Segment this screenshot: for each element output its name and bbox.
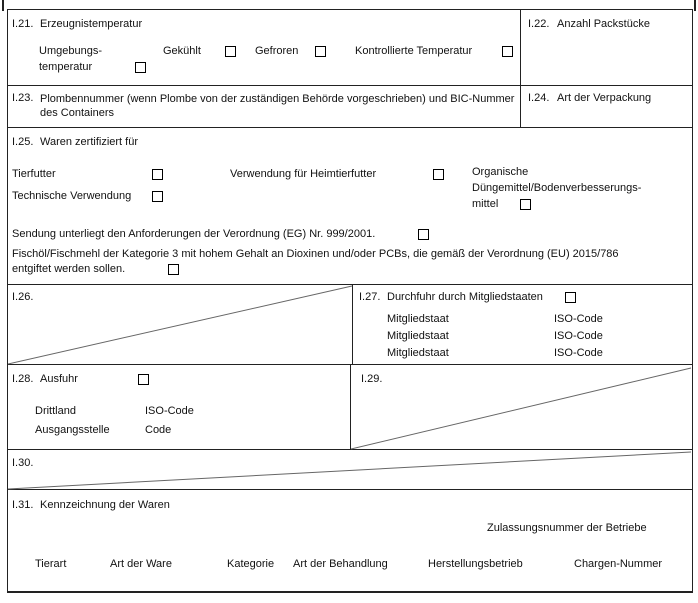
field-number: I.21.: [12, 18, 34, 30]
field-i25-goods-certified-for: I.25. Waren zertifiziert für Tierfutter …: [8, 128, 692, 284]
note-regulation-999-2001: Sendung unterliegt den Anforderungen der…: [12, 228, 376, 240]
column-header-manufacturing-plant: Herstellungsbetrieb: [428, 558, 523, 570]
field-i21-product-temperature: I.21. Erzeugnistemperatur Umgebungs- tem…: [8, 10, 521, 85]
field-number: I.28.: [12, 373, 34, 385]
strikeout-diagonal-i30: [8, 451, 692, 490]
row-i26-i27: I.26. I.27. Durchfuhr durch Mitgliedstaa…: [8, 285, 692, 365]
field-number: I.23.: [12, 92, 34, 104]
iso-code-label-1: ISO-Code: [554, 313, 603, 325]
field-i31-identification-of-goods: I.31. Kennzeichnung der Waren Zulassungs…: [8, 490, 692, 591]
third-country-label: Drittland: [35, 405, 76, 417]
checkbox-animal-feed[interactable]: [152, 169, 163, 180]
form-frame: I.21. Erzeugnistemperatur Umgebungs- tem…: [7, 9, 693, 593]
checkbox-technical-use[interactable]: [152, 191, 163, 202]
option-label-organic-line2: Düngemittel/Bodenverbesserungs-: [472, 182, 642, 194]
option-label-animal-feed: Tierfutter: [12, 168, 56, 180]
column-header-category: Kategorie: [227, 558, 275, 570]
option-label-controlled-temperature: Kontrollierte Temperatur: [355, 45, 473, 57]
row-i31: I.31. Kennzeichnung der Waren Zulassungs…: [8, 490, 692, 591]
field-number: I.25.: [12, 136, 34, 148]
checkbox-organic-fertiliser[interactable]: [520, 199, 531, 210]
code-label: Code: [145, 424, 172, 436]
option-label-chilled: Gekühlt: [163, 45, 201, 57]
checkbox-ambient-temperature[interactable]: [135, 62, 146, 73]
field-i22-number-of-packages: I.22. Anzahl Packstücke: [521, 10, 692, 85]
field-number: I.26.: [12, 291, 34, 303]
option-label-frozen: Gefroren: [255, 45, 299, 57]
row-i30: I.30.: [8, 450, 692, 490]
member-state-label-1: Mitgliedstaat: [387, 313, 449, 325]
option-label-organic-line1: Organische: [472, 166, 529, 178]
field-i27-transit-member-states: I.27. Durchfuhr durch Mitgliedstaaten Mi…: [353, 285, 692, 364]
field-i23-seal-number: I.23. Plombennummer (wenn Plombe von der…: [8, 86, 521, 127]
option-label-ambient-line2: temperatur: [39, 61, 93, 73]
field-number: I.30.: [12, 457, 34, 469]
field-title: Waren zertifiziert für: [40, 136, 139, 148]
field-i30-struck-out: I.30.: [8, 450, 692, 490]
column-header-treatment-type: Art der Behandlung: [293, 558, 388, 570]
row-i28-i29: I.28. Ausfuhr Drittland ISO-Code Ausgang…: [8, 365, 692, 450]
column-header-species: Tierart: [35, 558, 67, 570]
field-number: I.31.: [12, 499, 34, 511]
page-edge-mark-left: [2, 0, 4, 11]
checkbox-transit-member-states[interactable]: [565, 292, 576, 303]
member-state-label-2: Mitgliedstaat: [387, 330, 449, 342]
iso-code-label-2: ISO-Code: [554, 330, 603, 342]
option-label-organic-line3: mittel: [472, 198, 499, 210]
field-i29-struck-out: I.29.: [351, 365, 692, 450]
field-i26-struck-out: I.26.: [8, 285, 353, 365]
row-i23-i24: I.23. Plombennummer (wenn Plombe von der…: [8, 86, 692, 128]
row-i21-i22: I.21. Erzeugnistemperatur Umgebungs- tem…: [8, 10, 692, 86]
field-number: I.22.: [528, 18, 550, 30]
note-fish-oil-line2: entgiftet werden sollen.: [12, 263, 126, 275]
option-label-ambient-line1: Umgebungs-: [39, 45, 102, 57]
field-number: I.24.: [528, 92, 550, 104]
column-header-batch-number: Chargen-Nummer: [574, 558, 663, 570]
page-edge-mark-right: [694, 0, 696, 11]
field-number: I.29.: [361, 373, 383, 385]
approval-number-label: Zulassungsnummer der Betriebe: [487, 522, 647, 534]
strikeout-diagonal-i26: [8, 285, 353, 365]
row-i25: I.25. Waren zertifiziert für Tierfutter …: [8, 128, 692, 285]
column-header-nature-of-commodity: Art der Ware: [110, 558, 172, 570]
iso-code-label: ISO-Code: [145, 405, 194, 417]
exit-point-label: Ausgangsstelle: [35, 424, 110, 436]
field-number: I.27.: [359, 291, 381, 303]
field-i24-type-of-packaging: I.24. Art der Verpackung: [521, 86, 692, 127]
checkbox-regulation-999-2001[interactable]: [418, 229, 429, 240]
field-title: Erzeugnistemperatur: [40, 18, 143, 30]
checkbox-frozen[interactable]: [315, 46, 326, 57]
note-fish-oil-line1: Fischöl/Fischmehl der Kategorie 3 mit ho…: [12, 248, 619, 260]
field-title: Ausfuhr: [40, 373, 78, 385]
checkbox-chilled[interactable]: [225, 46, 236, 57]
field-title: Plombennummer (wenn Plombe von der zustä…: [40, 93, 515, 119]
checkbox-fish-oil-detoxified[interactable]: [168, 264, 179, 275]
member-state-label-3: Mitgliedstaat: [387, 347, 449, 359]
option-label-petfood: Verwendung für Heimtierfutter: [230, 168, 377, 180]
field-title: Art der Verpackung: [557, 92, 652, 104]
checkbox-controlled-temperature[interactable]: [502, 46, 513, 57]
checkbox-petfood[interactable]: [433, 169, 444, 180]
field-title: Anzahl Packstücke: [557, 18, 650, 30]
field-title: Durchfuhr durch Mitgliedstaaten: [387, 291, 543, 303]
option-label-technical-use: Technische Verwendung: [12, 190, 132, 202]
strikeout-diagonal-i29: [351, 367, 692, 450]
field-i28-export: I.28. Ausfuhr Drittland ISO-Code Ausgang…: [8, 365, 351, 449]
checkbox-export[interactable]: [138, 374, 149, 385]
iso-code-label-3: ISO-Code: [554, 347, 603, 359]
field-title: Kennzeichnung der Waren: [40, 499, 170, 511]
